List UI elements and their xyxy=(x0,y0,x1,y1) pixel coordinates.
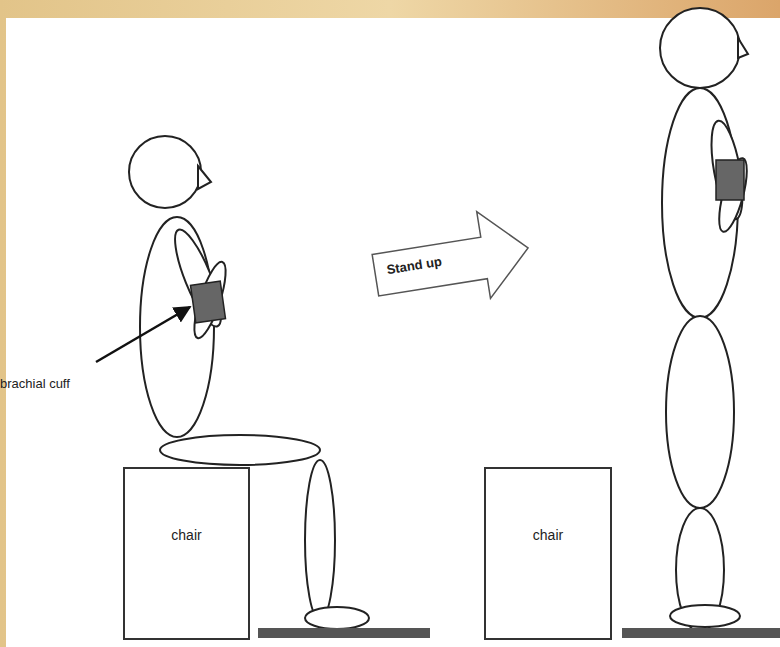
lower-leg xyxy=(305,460,335,620)
floor-plate xyxy=(622,628,780,638)
brachial-cuff xyxy=(191,281,226,323)
forearm xyxy=(714,156,753,235)
foot xyxy=(305,607,369,629)
forearm xyxy=(188,259,232,341)
chair-label: chair xyxy=(125,527,248,543)
thigh xyxy=(666,316,734,508)
nose xyxy=(198,166,211,189)
panel xyxy=(6,18,780,647)
floor-plate xyxy=(258,628,430,638)
head xyxy=(660,8,740,88)
brachial-cuff xyxy=(716,160,744,200)
chair-box: chair xyxy=(123,467,250,640)
stand-up-arrow: Stand up xyxy=(366,202,538,318)
block-arrow-outline xyxy=(366,202,538,318)
chair-box: chair xyxy=(484,467,612,640)
chair-label: chair xyxy=(486,527,610,543)
block-arrow-shape xyxy=(368,204,535,315)
head xyxy=(129,136,201,208)
callout-label: brachial cuff xyxy=(0,376,70,391)
thigh xyxy=(160,435,320,465)
foot xyxy=(670,605,740,627)
nose xyxy=(738,38,748,58)
leader-arrow xyxy=(96,307,190,362)
